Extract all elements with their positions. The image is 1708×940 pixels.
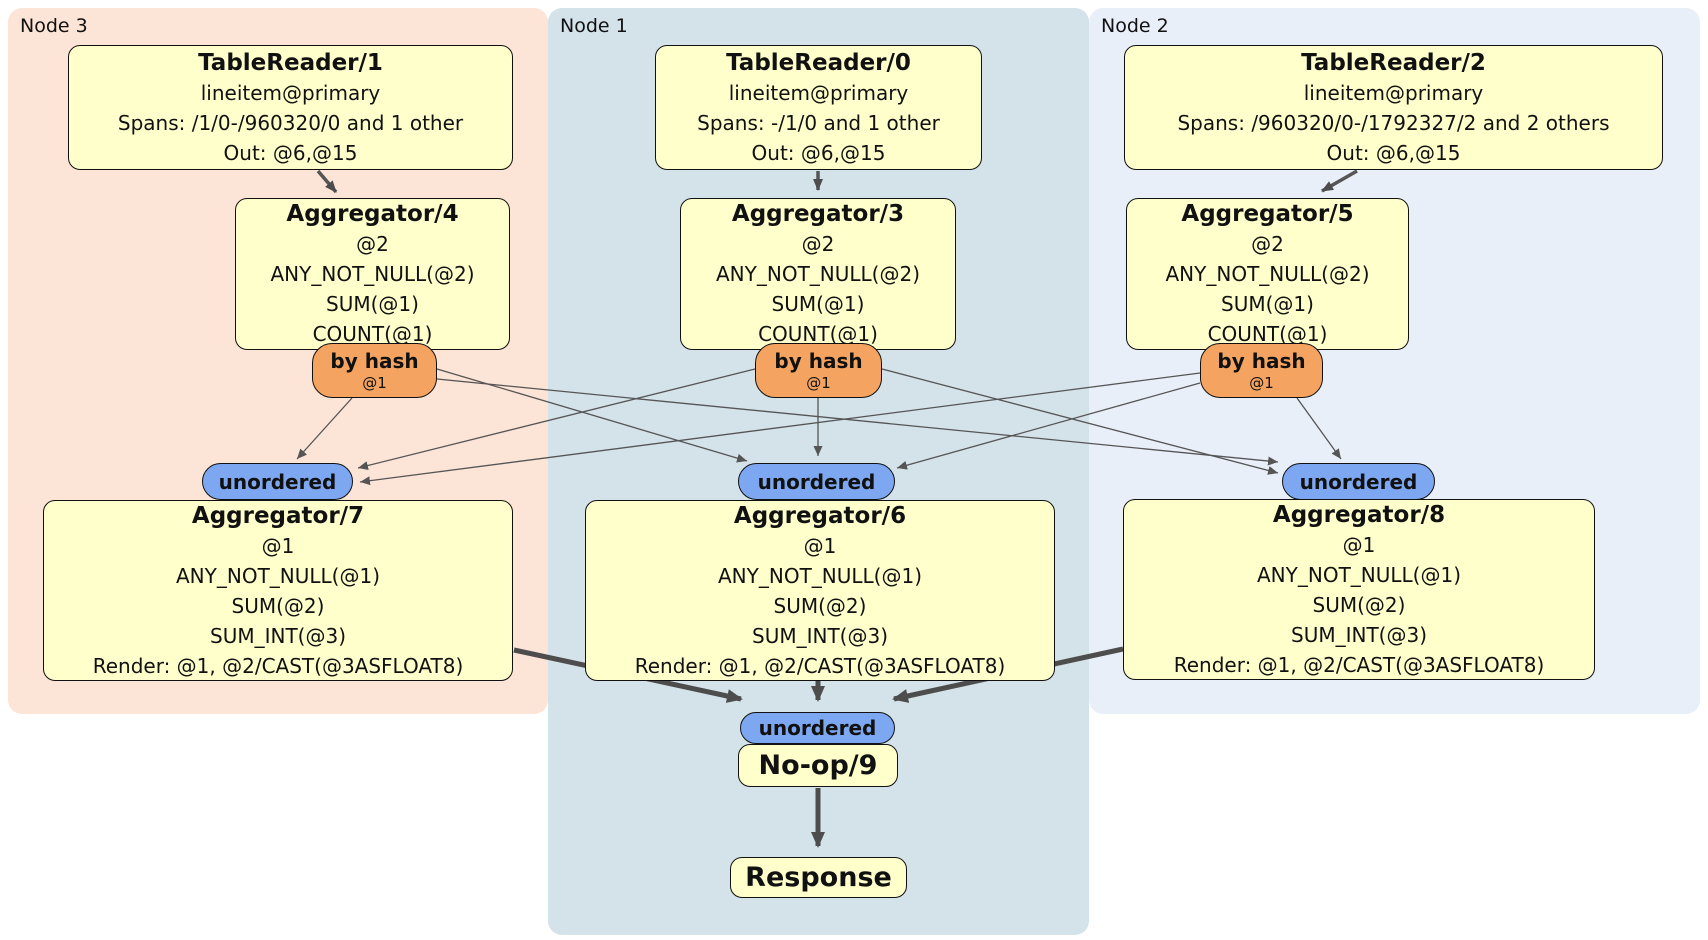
sync-label: unordered	[758, 716, 877, 740]
sync-unordered-left: unordered	[202, 463, 353, 500]
node-line: @1	[1342, 532, 1376, 557]
node-title: Aggregator/8	[1272, 501, 1446, 528]
node-line: @2	[1251, 232, 1284, 256]
node-line: @2	[356, 232, 389, 256]
node-line: Out: @6,@15	[751, 140, 886, 165]
node-title: TableReader/2	[1301, 49, 1486, 76]
node-line: ANY_NOT_NULL(@2)	[1165, 262, 1370, 286]
sync-label: unordered	[757, 469, 876, 494]
sync-label: unordered	[1299, 469, 1418, 494]
node-response: Response	[730, 857, 907, 898]
node-line: Out: @6,@15	[223, 140, 358, 165]
node-tablereader-2: TableReader/2 lineitem@primary Spans: /9…	[1124, 45, 1663, 170]
node-line: @1	[803, 533, 837, 558]
node-aggregator-8: Aggregator/8 @1 ANY_NOT_NULL(@1) SUM(@2)…	[1123, 499, 1595, 680]
sync-unordered-final: unordered	[740, 712, 895, 744]
router-key: @1	[362, 373, 387, 392]
node-line: SUM_INT(@3)	[752, 623, 888, 648]
node-line: ANY_NOT_NULL(@1)	[1257, 562, 1461, 587]
node-title: TableReader/1	[198, 49, 383, 76]
node-aggregator-3: Aggregator/3 @2 ANY_NOT_NULL(@2) SUM(@1)…	[680, 198, 956, 350]
node-line: Spans: /960320/0-/1792327/2 and 2 others	[1177, 110, 1610, 135]
node-line: Render: @1, @2/CAST(@3ASFLOAT8)	[1173, 652, 1545, 677]
node-line: @2	[801, 232, 835, 256]
node-title: Aggregator/3	[731, 201, 905, 227]
panel-label-node1: Node 1	[560, 15, 628, 37]
sync-unordered-right: unordered	[1282, 463, 1435, 500]
node-line: ANY_NOT_NULL(@1)	[176, 563, 380, 588]
node-line: SUM_INT(@3)	[210, 623, 346, 648]
node-tablereader-0: TableReader/0 lineitem@primary Spans: -/…	[655, 45, 982, 170]
node-tablereader-1: TableReader/1 lineitem@primary Spans: /1…	[68, 45, 513, 170]
node-line: lineitem@primary	[200, 80, 381, 105]
node-line: Spans: /1/0-/960320/0 and 1 other	[117, 110, 464, 135]
node-aggregator-5: Aggregator/5 @2 ANY_NOT_NULL(@2) SUM(@1)…	[1126, 198, 1409, 350]
node-line: Render: @1, @2/CAST(@3ASFLOAT8)	[634, 653, 1006, 678]
router-label: by hash	[774, 348, 863, 373]
router-label: by hash	[330, 348, 419, 373]
node-line: ANY_NOT_NULL(@2)	[716, 262, 920, 286]
node-line: lineitem@primary	[1303, 80, 1484, 105]
sync-label: unordered	[218, 469, 337, 494]
node-title: Aggregator/4	[286, 201, 459, 227]
node-line: Out: @6,@15	[1326, 140, 1461, 165]
router-label: by hash	[1217, 348, 1306, 373]
panel-label-node3: Node 3	[20, 15, 88, 37]
node-title: Aggregator/5	[1181, 201, 1354, 227]
node-line: COUNT(@1)	[312, 322, 433, 346]
node-line: ANY_NOT_NULL(@2)	[270, 262, 475, 286]
router-key: @1	[806, 373, 831, 392]
node-line: COUNT(@1)	[758, 322, 878, 346]
node-title: Response	[745, 861, 892, 893]
node-line: Spans: -/1/0 and 1 other	[697, 110, 940, 135]
node-line: @1	[261, 533, 295, 558]
router-key: @1	[1249, 373, 1274, 392]
node-title: Aggregator/7	[191, 502, 365, 529]
node-line: SUM(@2)	[773, 593, 867, 618]
node-noop-9: No-op/9	[738, 744, 898, 787]
node-line: Render: @1, @2/CAST(@3ASFLOAT8)	[92, 653, 464, 678]
node-line: COUNT(@1)	[1207, 322, 1328, 346]
router-by-hash-right: by hash @1	[1200, 343, 1323, 398]
node-line: SUM(@2)	[231, 593, 325, 618]
node-title: No-op/9	[758, 749, 878, 781]
node-line: ANY_NOT_NULL(@1)	[718, 563, 922, 588]
sync-unordered-mid: unordered	[738, 463, 895, 500]
node-line: SUM(@1)	[1221, 292, 1314, 316]
router-by-hash-left: by hash @1	[312, 343, 437, 398]
node-line: SUM_INT(@3)	[1291, 622, 1427, 647]
node-line: lineitem@primary	[728, 80, 909, 105]
router-by-hash-mid: by hash @1	[755, 343, 882, 398]
node-line: SUM(@1)	[771, 292, 865, 316]
node-line: SUM(@2)	[1312, 592, 1406, 617]
node-title: TableReader/0	[726, 49, 911, 76]
node-aggregator-7: Aggregator/7 @1 ANY_NOT_NULL(@1) SUM(@2)…	[43, 500, 513, 681]
node-line: SUM(@1)	[326, 292, 419, 316]
node-title: Aggregator/6	[733, 502, 907, 529]
node-aggregator-6: Aggregator/6 @1 ANY_NOT_NULL(@1) SUM(@2)…	[585, 500, 1055, 681]
panel-label-node2: Node 2	[1101, 15, 1169, 37]
node-aggregator-4: Aggregator/4 @2 ANY_NOT_NULL(@2) SUM(@1)…	[235, 198, 510, 350]
